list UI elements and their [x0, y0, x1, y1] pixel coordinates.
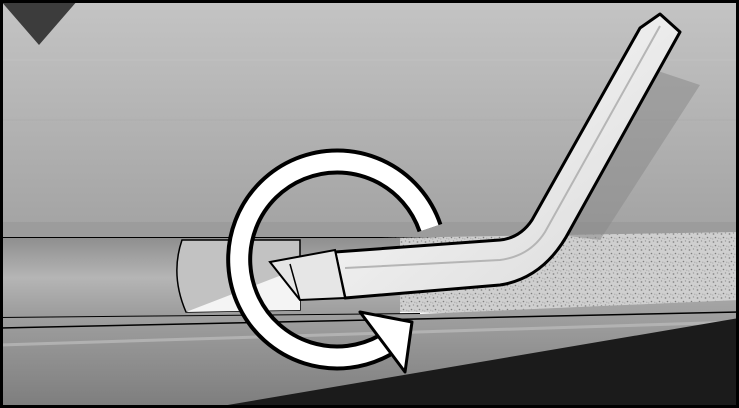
- illustration-panel: [0, 0, 739, 408]
- illustration-svg: [0, 0, 739, 408]
